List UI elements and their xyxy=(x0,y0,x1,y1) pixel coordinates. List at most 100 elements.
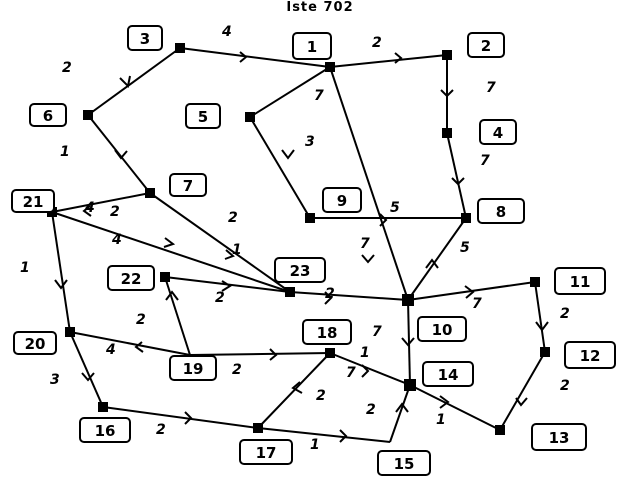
node-label: 10 xyxy=(432,321,453,339)
edge-weights: 4 2 7 7 1 2 7 3 5 4 2 4 2 5 7 1 2 2 2 7 … xyxy=(20,24,570,453)
edge-weight: 2 xyxy=(156,422,166,438)
node-label: 20 xyxy=(25,335,46,353)
node-label: 12 xyxy=(580,347,601,365)
edge-weight: 2 xyxy=(215,290,225,306)
arrow-mark xyxy=(114,149,128,160)
edge-weight: 2 xyxy=(62,60,72,76)
arrow-mark xyxy=(339,429,348,443)
edge xyxy=(389,384,411,443)
node-10: 10 xyxy=(417,316,467,342)
edge xyxy=(534,281,546,353)
node-label: 2 xyxy=(481,37,491,55)
junction-dot xyxy=(325,348,335,358)
arrow-mark xyxy=(425,258,439,269)
edge-weight: 7 xyxy=(372,324,382,340)
arrow-mark xyxy=(269,348,278,361)
edge xyxy=(409,384,501,431)
edge-arrows xyxy=(54,51,549,443)
arrow-mark xyxy=(163,237,176,248)
arrow-mark xyxy=(184,411,193,425)
node-8: 8 xyxy=(477,198,525,224)
node-label: 22 xyxy=(121,270,142,288)
edges xyxy=(51,47,546,443)
node-12: 12 xyxy=(564,341,616,369)
edge xyxy=(329,352,411,386)
junction-dot xyxy=(540,347,550,357)
edge-weight: 2 xyxy=(372,35,382,51)
edge-weight: 2 xyxy=(110,204,120,220)
edge xyxy=(499,351,546,431)
diagram-title: Iste 702 xyxy=(286,0,354,15)
junction-dot xyxy=(305,213,315,223)
node-label: 23 xyxy=(290,262,311,280)
node-label: 13 xyxy=(549,429,570,447)
edge-weight: 3 xyxy=(305,134,315,150)
node-16: 16 xyxy=(79,417,131,443)
arrow-mark xyxy=(82,205,92,217)
arrow-mark xyxy=(440,89,454,98)
edge xyxy=(69,331,104,408)
edge-weight: 4 xyxy=(111,232,122,248)
node-13: 13 xyxy=(531,423,587,451)
arrow-mark xyxy=(439,395,450,409)
edge-weight: 4 xyxy=(105,342,116,358)
arrow-mark xyxy=(291,381,303,394)
edge xyxy=(249,66,331,118)
edge xyxy=(329,66,409,301)
edge-weight: 7 xyxy=(314,88,324,104)
arrow-mark xyxy=(379,213,388,227)
junction-dot xyxy=(83,110,93,120)
junction-dot xyxy=(325,62,335,72)
arrow-mark xyxy=(515,397,528,407)
edge xyxy=(329,54,448,68)
edge xyxy=(87,47,181,116)
arrow-mark xyxy=(81,372,95,382)
junction-dot xyxy=(65,327,75,337)
edge-weight: 1 xyxy=(60,144,70,160)
edge-weight: 2 xyxy=(560,378,570,394)
node-label: 18 xyxy=(317,324,338,342)
arrow-mark xyxy=(361,364,370,378)
edge xyxy=(69,331,191,356)
node-15: 15 xyxy=(377,450,431,476)
edge xyxy=(289,291,409,301)
edge-weight: 1 xyxy=(310,437,320,453)
arrow-mark xyxy=(165,290,179,301)
arrow-mark xyxy=(239,51,248,63)
node-18: 18 xyxy=(302,319,352,345)
node-7: 7 xyxy=(169,173,207,197)
node-label: 17 xyxy=(256,444,277,462)
edge-weight: 2 xyxy=(560,306,570,322)
junction-dot xyxy=(245,112,255,122)
edge xyxy=(51,192,151,213)
arrow-mark xyxy=(324,291,333,305)
edge-weight: 2 xyxy=(136,312,146,328)
node-9: 9 xyxy=(322,187,362,213)
node-6: 6 xyxy=(29,103,67,127)
junction-dot xyxy=(145,188,155,198)
edge-weight: 2 xyxy=(232,362,242,378)
edge xyxy=(257,352,331,429)
node-23: 23 xyxy=(274,257,326,283)
node-17: 17 xyxy=(239,439,293,465)
node-label: 1 xyxy=(307,38,317,56)
arrow-mark xyxy=(394,52,403,64)
edge xyxy=(249,116,311,219)
edge xyxy=(51,211,71,333)
node-label: 21 xyxy=(23,193,44,211)
edge-weight: 7 xyxy=(480,153,490,169)
node-11: 11 xyxy=(554,267,606,295)
edge-weight: 1 xyxy=(360,345,370,361)
edge-weight: 1 xyxy=(232,242,242,258)
edge xyxy=(179,47,331,68)
arrow-mark xyxy=(224,249,235,260)
arrow-mark xyxy=(221,280,232,292)
junction-dot xyxy=(442,128,452,138)
arrow-mark xyxy=(401,337,415,347)
node-4: 4 xyxy=(479,119,517,145)
edge-weight: 3 xyxy=(50,372,60,388)
arrow-mark xyxy=(535,321,549,332)
node-label: 9 xyxy=(337,192,347,210)
arrow-mark xyxy=(361,254,375,264)
